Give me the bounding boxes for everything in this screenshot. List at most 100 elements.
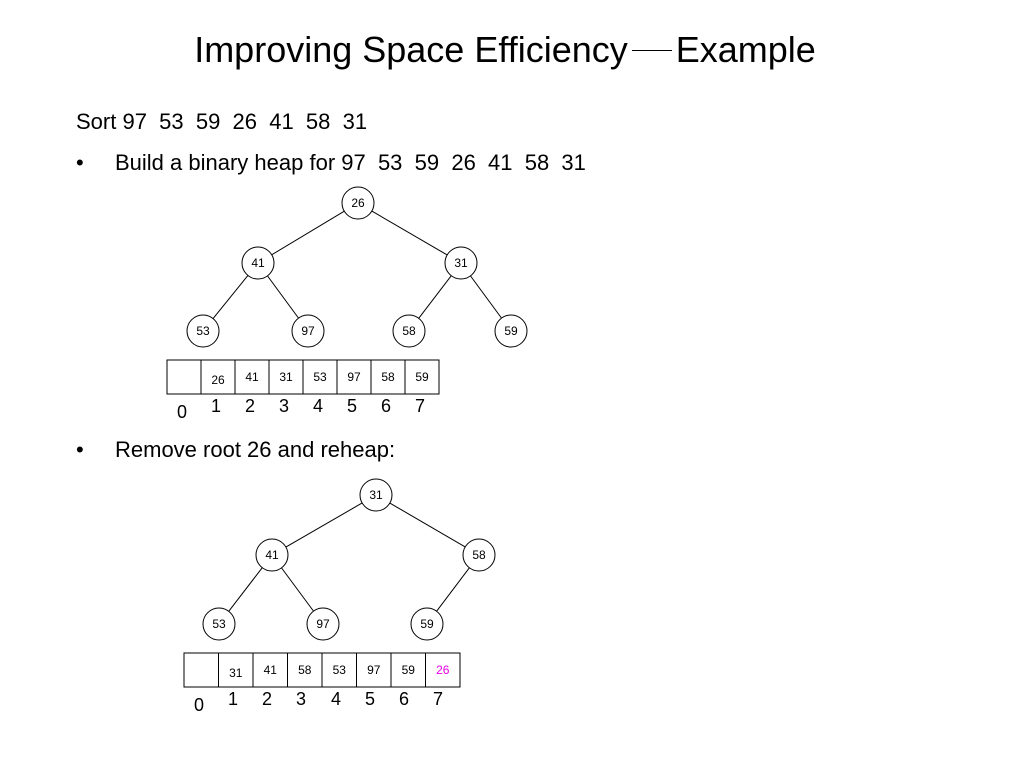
tree-node-label: 59: [420, 617, 434, 631]
bullet-marker-1: •: [76, 150, 84, 175]
array-index-label: 4: [313, 396, 323, 416]
array-cell-box: [425, 652, 461, 688]
tree-node: 31: [359, 478, 393, 512]
array-cell: 58: [370, 359, 406, 395]
tree-node-label: 41: [251, 256, 265, 270]
bullet-text-remove-root: Remove root 26 and reheap:: [115, 437, 396, 462]
tree-edge: [470, 275, 502, 319]
array-index-label: 1: [228, 689, 238, 709]
array-index-label: 5: [365, 689, 375, 709]
array-cell-value: 26: [211, 373, 225, 387]
tree-node-circle: [462, 538, 496, 572]
array-cell: 97: [336, 359, 372, 395]
tree-edge: [436, 567, 470, 612]
tree-node-label: 41: [265, 548, 279, 562]
tree-node-circle: [306, 607, 340, 641]
array-index-label: 7: [433, 689, 443, 709]
tree-edge: [271, 210, 345, 256]
tree-edge: [281, 567, 314, 612]
array-cell: 26: [200, 359, 236, 395]
tree-node: 53: [186, 314, 220, 348]
tree-node-circle: [186, 314, 220, 348]
tree-node-label: 31: [369, 488, 383, 502]
tree-node: 41: [241, 246, 275, 280]
array-cell-value: 31: [279, 370, 293, 384]
array-index-label: 0: [194, 695, 204, 715]
array-cell: [166, 359, 202, 395]
tree-node-label: 97: [301, 324, 315, 338]
tree-node-label: 97: [316, 617, 330, 631]
array-cell-value: 41: [264, 663, 278, 677]
array-cell-box: [336, 359, 372, 395]
tree-node-label: 53: [196, 324, 210, 338]
tree-node-circle: [392, 314, 426, 348]
tree-edge: [418, 275, 452, 319]
array-cell: [183, 652, 219, 688]
tree-node-circle: [444, 246, 478, 280]
tree-node-circle: [494, 314, 528, 348]
tree-node-label: 26: [351, 196, 365, 210]
array-cell: 53: [321, 652, 357, 688]
tree-edge: [389, 502, 466, 548]
tree-node-label: 53: [212, 617, 226, 631]
tree-node-circle: [241, 246, 275, 280]
tree-node: 59: [410, 607, 444, 641]
array-cell-value: 59: [402, 663, 416, 677]
array-cell-value: 58: [381, 370, 395, 384]
tree-node: 31: [444, 246, 478, 280]
title-left: Improving Space Efficiency: [194, 29, 628, 70]
tree-edge: [212, 275, 249, 319]
tree-node-circle: [341, 186, 375, 220]
array-index-label: 2: [245, 396, 255, 416]
tree-edge: [228, 567, 263, 612]
tree-node-circle: [255, 538, 289, 572]
slide-title: Improving Space Efficiency Example: [0, 28, 1010, 72]
tree-node: 59: [494, 314, 528, 348]
array-cell-box: [234, 359, 270, 395]
array-cell-value: 59: [415, 370, 429, 384]
array-cell-value: 26: [436, 663, 450, 677]
tree-node-circle: [359, 478, 393, 512]
array-index-label: 5: [347, 396, 357, 416]
tree-node-circle: [291, 314, 325, 348]
tree-node-circle: [202, 607, 236, 641]
array-index-label: 7: [415, 396, 425, 416]
array-cell-box: [356, 652, 392, 688]
array-cell: 58: [287, 652, 323, 688]
array-cell-value: 31: [229, 666, 243, 680]
tree-edge: [285, 502, 363, 548]
array-cell: 26: [425, 652, 461, 688]
tree-node-circle: [410, 607, 444, 641]
tree-node: 53: [202, 607, 236, 641]
title-right: Example: [675, 29, 816, 70]
array-cell: 31: [268, 359, 304, 395]
array-index-label: 4: [331, 689, 341, 709]
array-cell-value: 53: [313, 370, 327, 384]
array-cell: 59: [390, 652, 426, 688]
tree-node: 26: [341, 186, 375, 220]
array-cell-box: [390, 652, 426, 688]
array-index-label: 3: [296, 689, 306, 709]
array-cell-value: 97: [367, 663, 381, 677]
array-cell-value: 53: [333, 663, 347, 677]
tree-node: 58: [462, 538, 496, 572]
array-cell-box: [321, 652, 357, 688]
array-cell-box: [302, 359, 338, 395]
array-index-label: 3: [279, 396, 289, 416]
array-cell: 31: [218, 652, 254, 688]
tree-node: 97: [291, 314, 325, 348]
sort-line: Sort 97 53 59 26 41 58 31: [76, 109, 368, 134]
array-cell-value: 58: [298, 663, 312, 677]
array-cell-box: [252, 652, 288, 688]
tree-edge: [371, 210, 448, 256]
array-cell-value: 41: [245, 370, 259, 384]
tree-node: 58: [392, 314, 426, 348]
tree-edge: [267, 275, 299, 319]
array-cell-box: [287, 652, 323, 688]
tree-node-label: 31: [454, 256, 468, 270]
tree-node-label: 58: [472, 548, 486, 562]
array-cell: 59: [404, 359, 440, 395]
array-index-label: 2: [262, 689, 272, 709]
